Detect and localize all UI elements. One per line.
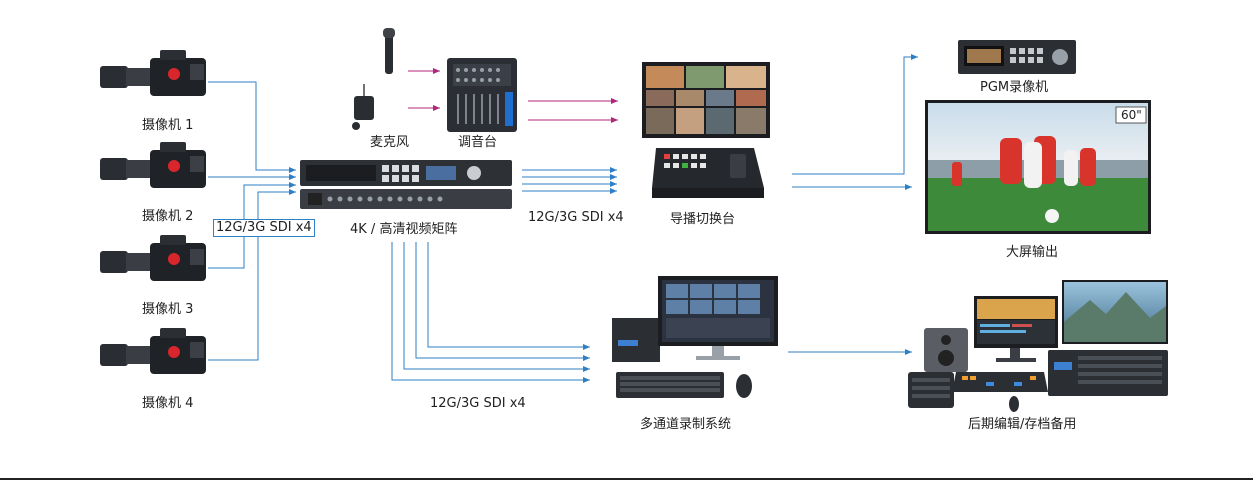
mixer-to-switcher-lines [528,98,618,123]
matrix-to-recording-lines [391,242,590,383]
mixer-label: 调音台 [458,135,498,150]
matrix-label: 4K / 高清视频矩阵 [350,222,458,237]
mic-label: 麦克风 [370,135,410,150]
camera-2-icon [100,142,206,188]
audio-mixer-icon [447,58,517,132]
big-screen-badge: 60" [1121,108,1142,122]
camera-to-matrix-lines [208,81,296,361]
camera-3-icon [100,235,206,281]
camera-link-label: 12G/3G SDI x4 [213,219,315,237]
switcher-console-icon [652,148,764,198]
post-edit-workstation-icon [908,280,1168,412]
big-screen-display [925,100,1151,234]
camera-4-label: 摄像机 4 [142,396,194,411]
big-screen-label: 大屏输出 [1006,245,1059,260]
camera-1-icon [100,50,206,96]
camera-1-label: 摄像机 1 [142,118,194,133]
mic-to-mixer-lines [408,68,440,111]
matrix-to-switcher-lines [522,167,617,194]
switcher-label: 导播切换台 [670,212,736,227]
recording-system-label: 多通道录制系统 [640,417,732,432]
recording-link-label: 12G/3G SDI x4 [430,396,526,411]
camera-4-icon [100,328,206,374]
multiview-monitor-icon [642,62,770,138]
bottom-rule [0,478,1253,480]
switcher-to-outputs-lines [792,54,918,190]
camera-3-label: 摄像机 3 [142,302,194,317]
recording-system-icon [612,276,778,398]
microphone-icon [352,28,395,130]
switcher-link-label: 12G/3G SDI x4 [528,210,624,225]
recorder-label: PGM录像机 [980,80,1049,95]
pgm-recorder-icon [958,40,1076,74]
video-matrix-router-icon [300,160,512,209]
post-edit-label: 后期编辑/存档备用 [968,417,1077,432]
camera-2-label: 摄像机 2 [142,209,194,224]
